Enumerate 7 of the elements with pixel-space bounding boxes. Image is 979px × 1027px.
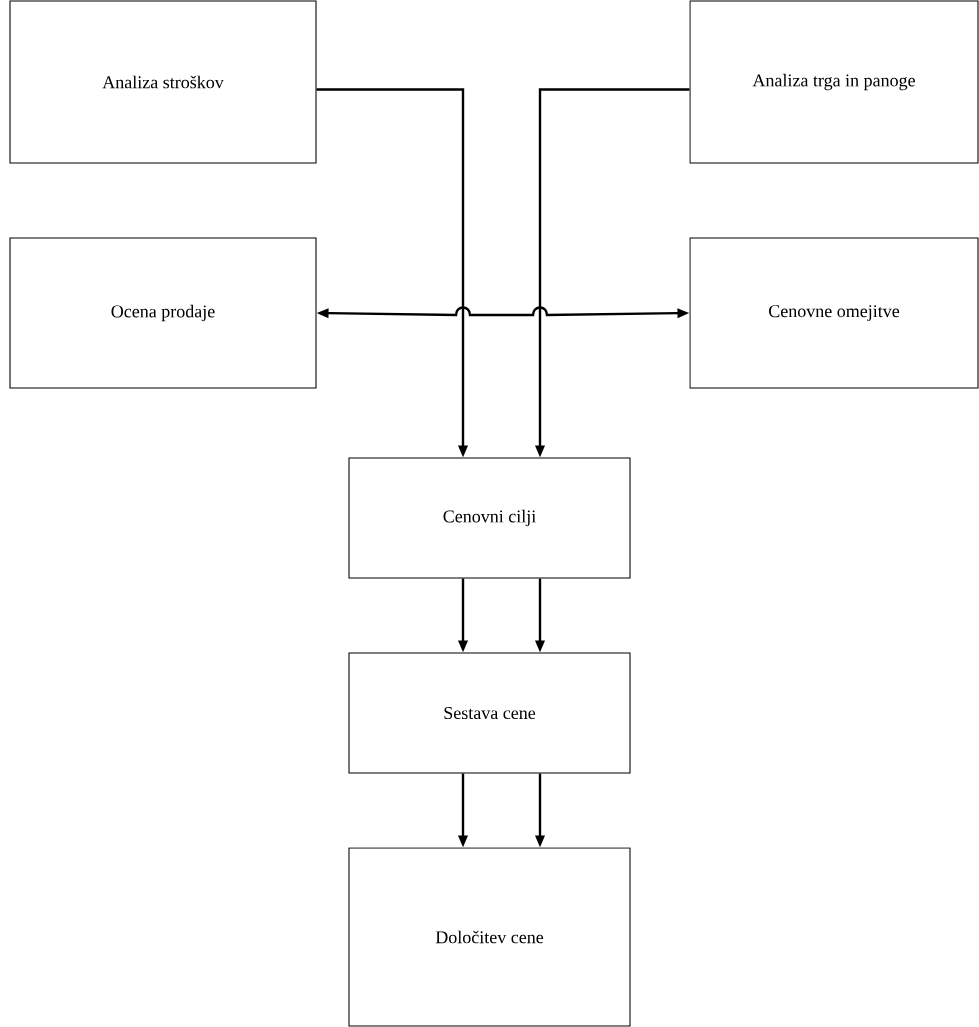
process-box: Analiza trga in panoge [689, 0, 979, 164]
process-box: Cenovne omejitve [689, 237, 979, 389]
process-box: Cenovni cilji [348, 457, 631, 579]
process-box: Določitev cene [348, 847, 631, 1027]
process-box: Analiza stroškov [9, 0, 317, 164]
process-box: Sestava cene [348, 652, 631, 774]
process-box: Ocena prodaje [9, 237, 317, 389]
